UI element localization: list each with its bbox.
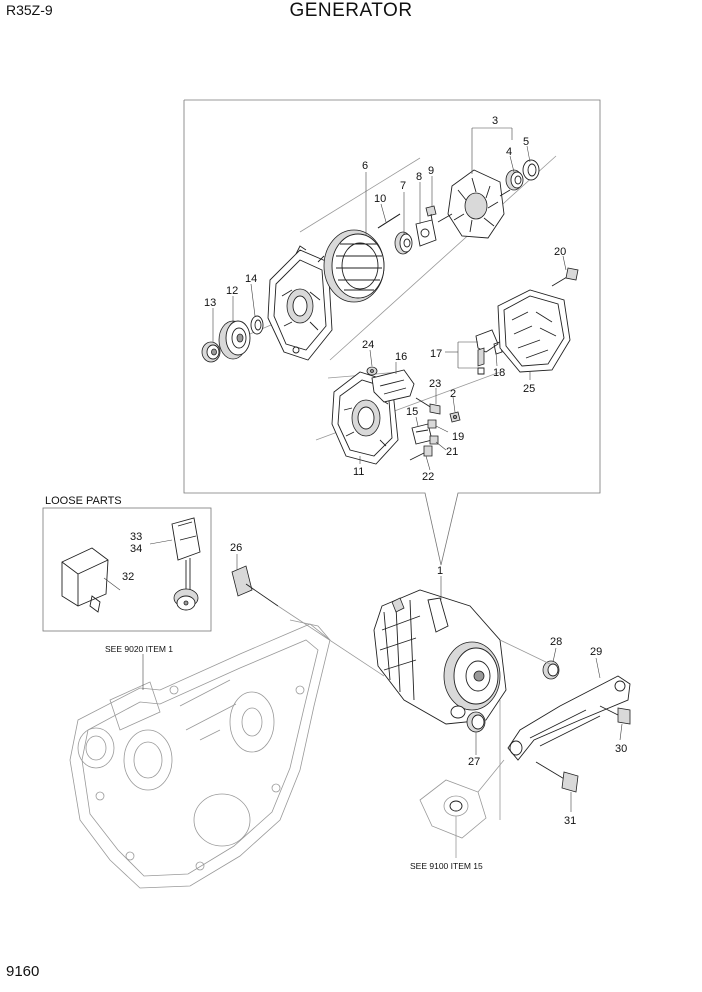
callout-19: 19 [452, 431, 464, 443]
drive-end-frame [267, 245, 333, 361]
pulley [218, 320, 251, 360]
callout-23: 23 [429, 378, 441, 390]
callout-labels: 1 2 3 4 5 6 7 8 9 10 11 12 13 14 15 16 1… [45, 115, 627, 871]
mount-spacer [466, 711, 486, 733]
pivot-bolt [535, 761, 579, 793]
bearing-retainer [415, 219, 437, 247]
rear-bearing [505, 169, 524, 191]
brush-spring [493, 341, 503, 355]
callout-7: 7 [400, 180, 406, 192]
loose-parts-box [42, 507, 212, 632]
callout-11: 11 [353, 466, 364, 478]
callout-27: 27 [468, 756, 480, 768]
adjusting-bracket [507, 675, 631, 761]
callout-2: 2 [450, 388, 456, 400]
b-terminal-nut [449, 411, 461, 423]
leader-lines [103, 127, 623, 812]
callout-1: 1 [437, 565, 443, 577]
callout-20: 20 [554, 246, 566, 258]
callout-34: 34 [130, 543, 142, 555]
mount-reference-note: SEE 9100 ITEM 15 [410, 861, 483, 871]
callout-14: 14 [245, 273, 257, 285]
callout-4: 4 [506, 146, 512, 158]
callout-24: 24 [362, 339, 374, 351]
callout-32: 32 [122, 571, 134, 583]
callout-30: 30 [615, 743, 627, 755]
rectifier-bolt [415, 397, 441, 415]
retainer-screw [425, 205, 437, 221]
cover-bolt [551, 267, 579, 287]
callout-29: 29 [590, 646, 602, 658]
callout-21: 21 [446, 446, 458, 458]
callout-12: 12 [226, 285, 238, 297]
callout-3: 3 [492, 115, 498, 127]
callout-13: 13 [204, 297, 216, 309]
callout-28: 28 [550, 636, 562, 648]
callout-22: 22 [422, 471, 434, 483]
rectifier [371, 369, 415, 403]
belt-collar [499, 639, 560, 680]
callout-9: 9 [428, 165, 434, 177]
callout-6: 6 [362, 160, 368, 172]
rotor [437, 169, 511, 239]
callout-25: 25 [523, 383, 535, 395]
mounting-bracket [419, 700, 505, 858]
callout-18: 18 [493, 367, 505, 379]
regulator-brush [475, 329, 499, 375]
engine-gear-case [69, 619, 331, 889]
holder-screw [427, 419, 437, 429]
rear-cover [497, 289, 571, 373]
pulley-nut [201, 341, 221, 363]
spacer-ring [250, 315, 264, 335]
engine-reference-note: SEE 9020 ITEM 1 [105, 644, 173, 654]
bearing-cover [522, 159, 540, 181]
alternator-assembly [373, 589, 507, 725]
callout-5: 5 [523, 136, 529, 148]
terminal-nut [366, 366, 378, 376]
callout-17: 17 [430, 348, 442, 360]
relay-block [61, 547, 109, 613]
page-title: GENERATOR [289, 0, 413, 21]
loose-parts-label: LOOSE PARTS [45, 495, 122, 507]
callout-31: 31 [564, 815, 576, 827]
callout-8: 8 [416, 171, 422, 183]
rotor-bearing [394, 231, 413, 255]
callout-33: 33 [130, 531, 142, 543]
adjusting-bolt [231, 565, 385, 677]
through-bolt [409, 445, 433, 461]
diode-connector [171, 517, 201, 611]
stator [323, 229, 385, 303]
stud-bolt [377, 213, 401, 229]
callout-10: 10 [374, 193, 386, 205]
callout-15: 15 [406, 406, 418, 418]
page-number: 9160 [6, 963, 40, 980]
callout-26: 26 [230, 542, 242, 554]
bracket-bolt [599, 705, 631, 725]
model-code: R35Z-9 [6, 2, 53, 18]
callout-16: 16 [395, 351, 407, 363]
